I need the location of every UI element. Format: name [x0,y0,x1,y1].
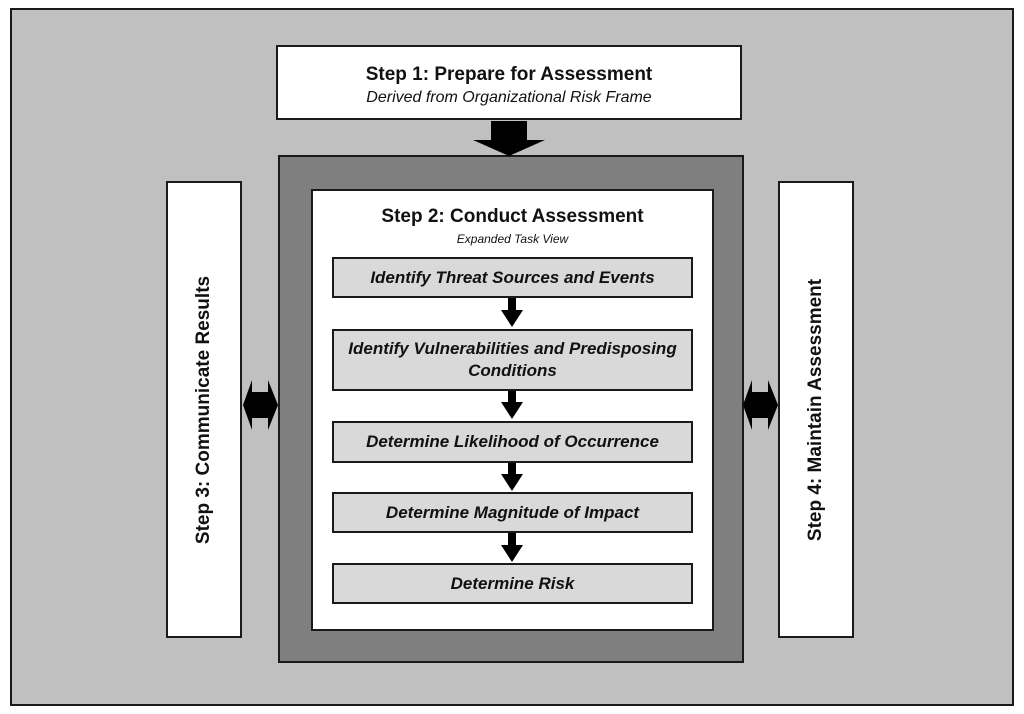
task-determine-risk: Determine Risk [332,563,693,604]
task-determine-likelihood: Determine Likelihood of Occurrence [332,421,693,463]
step1-box: Step 1: Prepare for Assessment Derived f… [276,45,742,120]
task-identify-vulnerabilities: Identify Vulnerabilities and Predisposin… [332,329,693,391]
step1-title: Step 1: Prepare for Assessment [365,64,653,85]
step2-subtitle: Expanded Task View [456,232,569,246]
task-identify-threats: Identify Threat Sources and Events [332,257,693,298]
step4-label: Step 4: Maintain Assessment [805,278,826,541]
task-determine-impact: Determine Magnitude of Impact [332,492,693,533]
step1-subtitle: Derived from Organizational Risk Frame [366,89,652,106]
step3-label: Step 3: Communicate Results [193,275,214,544]
step4-box: Step 4: Maintain Assessment [778,181,854,638]
step2-title: Step 2: Conduct Assessment [381,206,644,227]
step3-box: Step 3: Communicate Results [166,181,242,638]
